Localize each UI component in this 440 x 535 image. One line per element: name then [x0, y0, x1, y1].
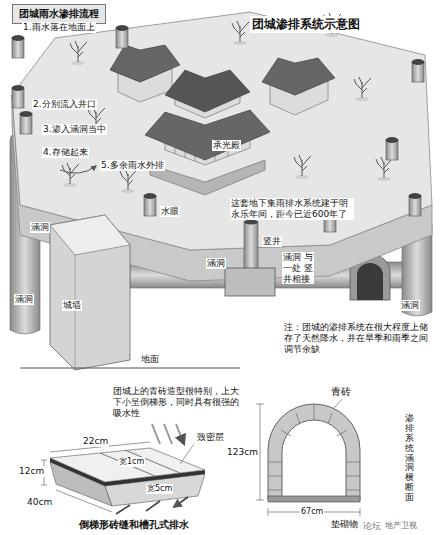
step-label: 3.渗入涵洞当中 [42, 124, 107, 135]
watermark: 地产卫视 [384, 521, 418, 531]
step-label: 4.存储起来 [42, 147, 89, 158]
culvert-label: 涵洞 与一处 竖井相接 [282, 252, 314, 284]
culvert-section [256, 399, 360, 516]
note: 团城上的青砖造型很特别，上大下小呈倒梯形，同时具有很强的吸水性 [112, 386, 244, 418]
note: 注：团城的渗排系统在很大程度上储存了天然降水，并在旱季和雨季之间调节余缺 [283, 322, 435, 354]
diagram-title: 团城渗排系统示意图 [250, 16, 362, 33]
note: 这套地下集雨排水系统建于明永乐年间，距今已近600年了 [230, 198, 354, 220]
dimension: 宽5cm [146, 484, 173, 494]
part-label: 地面 [140, 354, 160, 365]
header-band: 团城雨水渗排流程 [12, 4, 106, 24]
brick-detail [41, 424, 205, 514]
step-label: 2.分别流入井口 [32, 99, 97, 110]
part-label: 竖井 [262, 236, 282, 247]
dimension: 12cm [18, 466, 45, 477]
culvert-label: 涵洞 [206, 258, 226, 269]
hall [110, 45, 335, 195]
building-label: 承光殿 [212, 140, 241, 151]
step-label: 5.多余雨水外排 [100, 160, 165, 171]
culvert-label: 涵洞 [14, 294, 34, 305]
dimension: 67cm [300, 507, 324, 517]
dimension: 22cm [82, 436, 109, 447]
vertical-label: 渗排系统涵洞横断面 [404, 414, 415, 503]
part-label: 致密层 [196, 432, 225, 443]
dimension: 宽1cm [118, 457, 145, 467]
node-text: 团城雨水渗排流程 [19, 7, 99, 21]
dimension: 123cm [226, 447, 259, 458]
city-wall [20, 215, 240, 370]
culvert-label: 涵洞 [400, 300, 420, 311]
platform [12, 12, 432, 281]
part-label: 城墙 [62, 300, 82, 311]
dimension: 40cm [26, 497, 53, 508]
culvert-label: 涵洞 [30, 222, 50, 233]
step-label: 1.雨水落在地面上 [22, 22, 96, 33]
part-label: 青砖 [330, 386, 352, 398]
part-label: 垫砌物 [330, 519, 359, 530]
caption-label: 倒梯形砖缝和槽孔式排水 [78, 519, 190, 531]
trees [62, 13, 393, 193]
watermark: 论坛 [362, 521, 382, 532]
part-label: 水眼 [160, 206, 180, 217]
